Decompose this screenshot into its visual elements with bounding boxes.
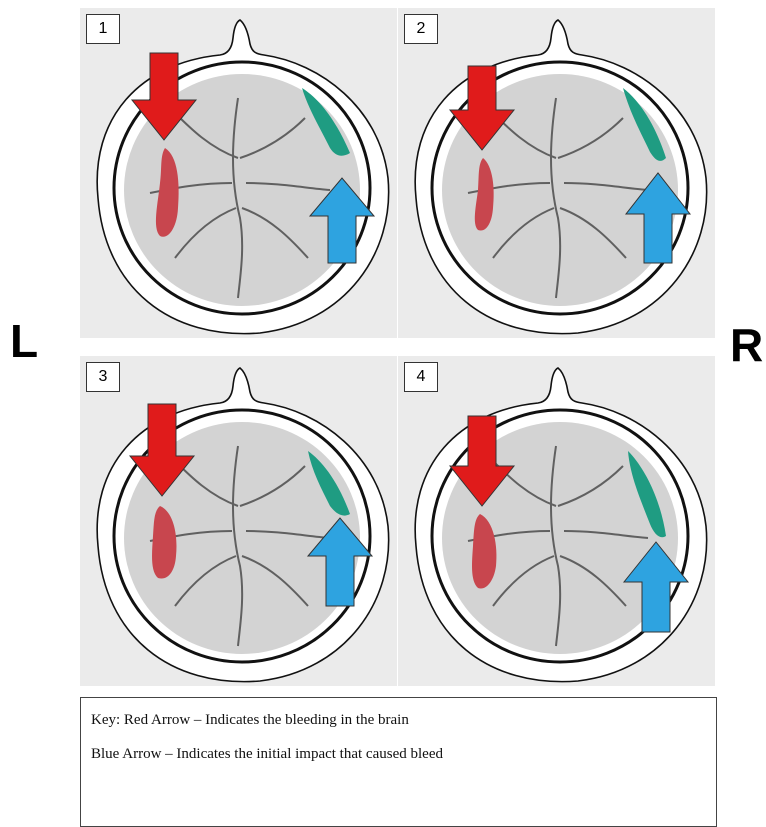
scan-panel-1: 1	[80, 8, 397, 338]
key-blue-arrow-text: Blue Arrow – Indicates the initial impac…	[91, 746, 443, 763]
scan-panel-2: 2	[398, 8, 715, 338]
scan-panel-3: 3	[80, 356, 397, 686]
scan-panel-4: 4	[398, 356, 715, 686]
panel-number: 4	[404, 362, 438, 392]
panel-number: 2	[404, 14, 438, 44]
panel-number: 1	[86, 14, 120, 44]
brain-scan-diagram-1	[80, 8, 397, 338]
brain-scan-diagram-3	[80, 356, 397, 686]
right-side-label: R	[730, 322, 763, 368]
brain-scan-diagram-4	[398, 356, 715, 686]
brain-scan-diagram-2	[398, 8, 715, 338]
key-legend-box: Key: Red Arrow – Indicates the bleeding …	[80, 697, 717, 827]
key-red-arrow-text: Key: Red Arrow – Indicates the bleeding …	[91, 712, 409, 729]
left-side-label: L	[10, 318, 38, 364]
panel-number: 3	[86, 362, 120, 392]
